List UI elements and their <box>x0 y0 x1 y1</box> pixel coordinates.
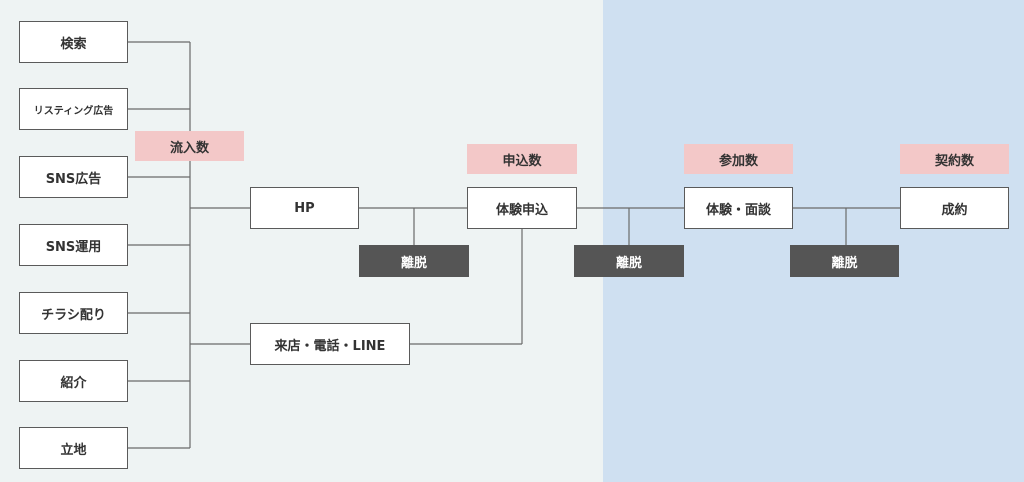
dropout-box-after-application: 離脱 <box>574 245 684 277</box>
source-box-listing-ads: リスティング広告 <box>19 88 128 130</box>
metric-label-contracts: 契約数 <box>900 144 1009 174</box>
source-box-location: 立地 <box>19 427 128 469</box>
funnel-phase-right-background <box>603 0 1024 482</box>
source-box-search: 検索 <box>19 21 128 63</box>
source-box-sns-operation: SNS運用 <box>19 224 128 266</box>
metric-label-applications: 申込数 <box>467 144 577 174</box>
stage-box-trial-application: 体験申込 <box>467 187 577 229</box>
source-box-flyers: チラシ配り <box>19 292 128 334</box>
source-box-referral: 紹介 <box>19 360 128 402</box>
source-box-sns-ads: SNS広告 <box>19 156 128 198</box>
dropout-box-after-hp: 離脱 <box>359 245 469 277</box>
stage-box-contract: 成約 <box>900 187 1009 229</box>
dropout-box-after-interview: 離脱 <box>790 245 899 277</box>
metric-label-participants: 参加数 <box>684 144 793 174</box>
stage-box-trial-interview: 体験・面談 <box>684 187 793 229</box>
metric-label-inflow: 流入数 <box>135 131 244 161</box>
channel-box-store-phone-line: 来店・電話・LINE <box>250 323 410 365</box>
channel-box-hp: HP <box>250 187 359 229</box>
